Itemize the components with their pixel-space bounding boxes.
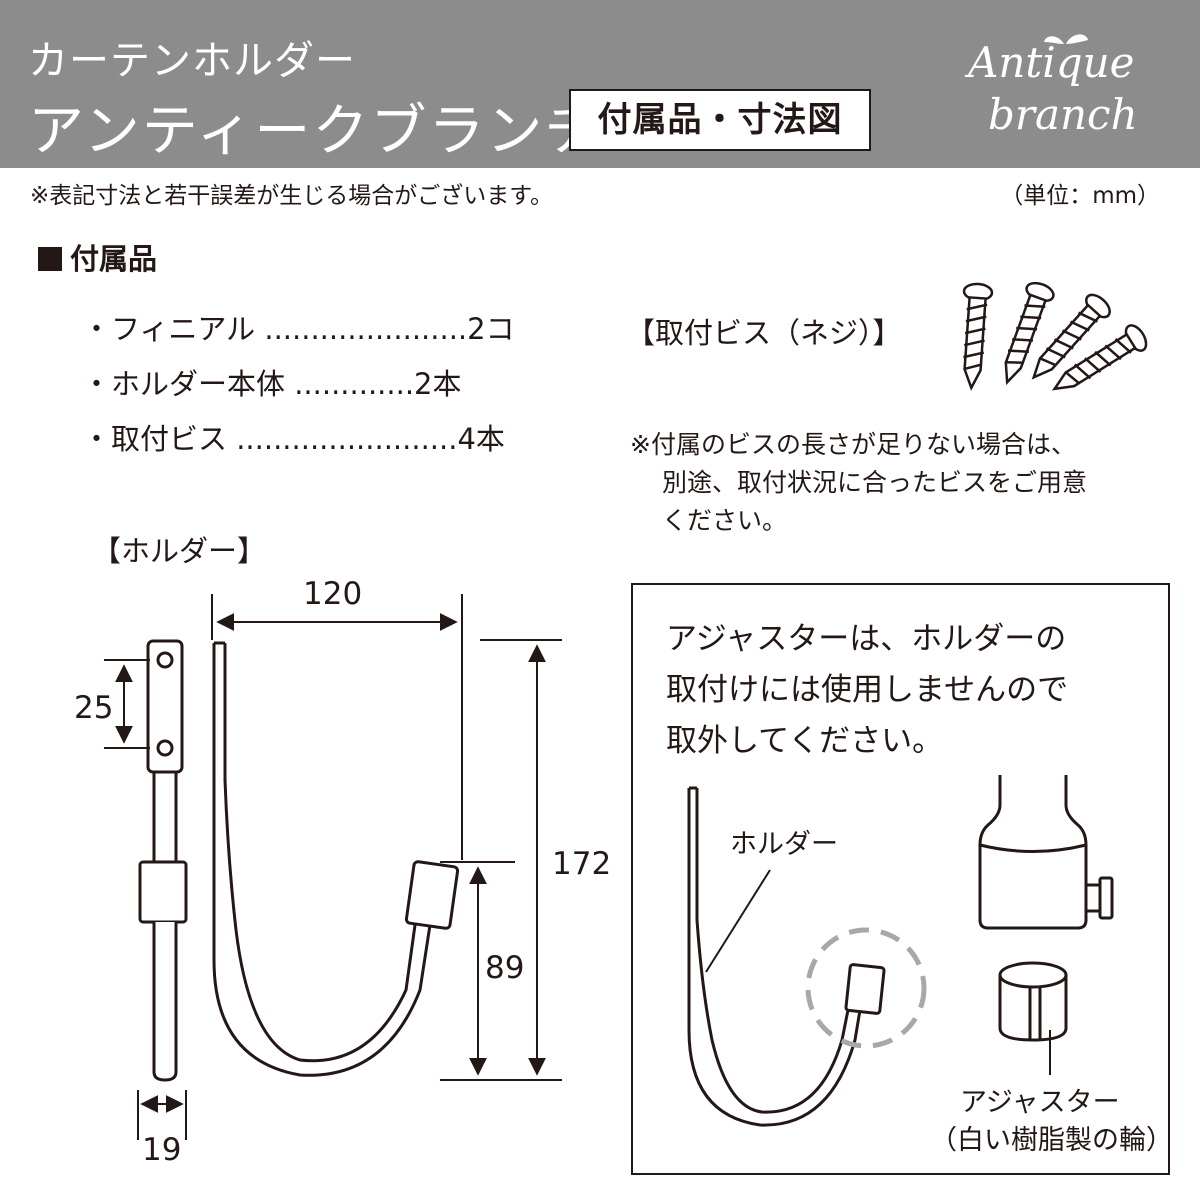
logo-word-branch: branch [988, 90, 1138, 139]
info-line: 取外してください。 [666, 723, 944, 759]
screw-icon [962, 281, 1148, 391]
unit-label: （単位：mm） [1000, 183, 1160, 209]
screw-note-line: ください。 [662, 506, 788, 535]
dimension-19-line [137, 1090, 187, 1140]
tolerance-note: ※表記寸法と若干誤差が生じる場合がございます。 [30, 183, 553, 209]
screw-label: 【取付ビス（ネジ）】 [626, 316, 902, 350]
badge-accessories-dimensions: 付属品・寸法図 [569, 89, 871, 151]
dimension-120-line [211, 594, 463, 860]
logo-word-antique: Antique [968, 38, 1135, 87]
dimension-25-line [104, 659, 150, 749]
leaf-icon [1044, 34, 1088, 44]
info-line: 取付けには使用しませんので [666, 672, 1069, 708]
finial-socket-icon [978, 775, 1114, 930]
holder-small-view [687, 786, 886, 1127]
accessory-item-finial: ・フィニアル ......................2コ [82, 312, 515, 346]
dim-hole-pitch-label: 25 [74, 690, 114, 726]
dim-lower-height-label: 89 [485, 950, 525, 986]
info-line: アジャスターは、ホルダーの [666, 621, 1067, 657]
holder-callout-label: ホルダー [730, 829, 838, 860]
brand-logo: Antique branch [968, 30, 1168, 150]
accessories-title: 付属品 [70, 242, 158, 276]
header-banner: カーテンホルダー アンティークブランチ 付属品・寸法図 Antique bran… [0, 0, 1200, 168]
adjuster-callout-label: アジャスター [960, 1087, 1120, 1118]
category-title: カーテンホルダー [28, 38, 356, 84]
screw-note-line: 別途、取付状況に合ったビスをご用意 [662, 468, 1088, 497]
holder-side-view [138, 639, 188, 1082]
dim-height-label: 172 [552, 846, 612, 882]
dimension-172-line [480, 639, 562, 1081]
holder-leader-line [705, 869, 771, 973]
adjuster-info-text: アジャスターは、ホルダーの 取付けには使用しませんので 取外してください。 [666, 614, 1068, 767]
adjuster-note-label: （白い樹脂製の輪） [930, 1125, 1173, 1156]
highlight-circle [805, 927, 927, 1049]
square-bullet-icon [38, 247, 62, 271]
adjuster-info-box [631, 583, 1170, 1175]
accessories-heading: 付属品 [38, 236, 157, 278]
screw-note: ※付属のビスの長さが足りない場合は、 別途、取付状況に合ったビスをご用意 くださ… [630, 426, 1087, 540]
accessory-item-screw: ・取付ビス ........................4本 [82, 422, 505, 456]
dimension-89-line [440, 861, 515, 1081]
holder-section-label: 【ホルダー】 [92, 534, 267, 568]
dim-bar-width-label: 19 [142, 1132, 182, 1168]
accessory-item-holder: ・ホルダー本体 .............2本 [82, 367, 462, 401]
adjuster-ring-icon [998, 961, 1068, 1042]
dim-width-label: 120 [303, 576, 363, 612]
screw-note-line: ※付属のビスの長さが足りない場合は、 [630, 430, 1076, 459]
holder-front-view [212, 641, 460, 1077]
product-title: アンティークブランチ [28, 99, 603, 164]
